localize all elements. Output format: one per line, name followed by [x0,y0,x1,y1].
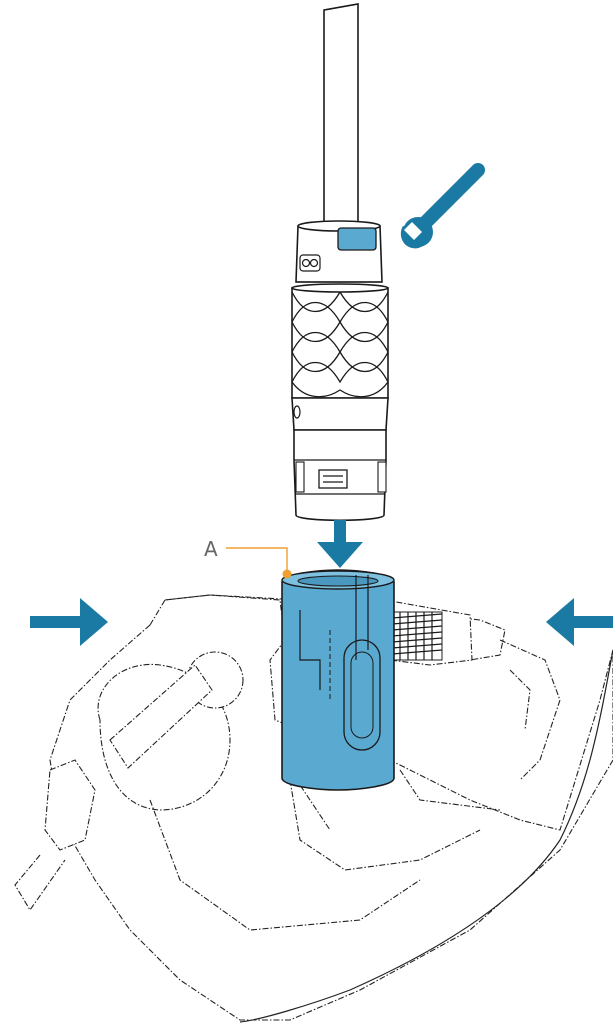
callout-a-dot [282,569,292,579]
jaw-serrations [391,611,443,661]
wrench-flat [337,227,377,251]
cable-cut-end [323,3,359,11]
vise-rear-jaw [164,594,506,661]
connector-plug [291,220,389,522]
holder-tool [281,569,395,791]
knurl-top-edge [291,283,389,293]
latch-window [318,469,348,489]
vise-base-line-2 [289,779,481,871]
vise-base-line-3 [399,769,501,811]
vise-slot-line [499,639,561,781]
bench-vise [14,594,613,1023]
callout-a-leader [226,547,288,572]
arrow-down-icon [317,520,363,568]
cable-body [323,3,359,231]
vise-spindle-rod [14,854,66,912]
holder-step-line [299,610,321,690]
collar-mark [293,405,301,419]
callout-a: A [204,537,292,579]
callout-a-label: A [204,537,218,561]
arrow-right-icon [30,598,108,646]
holder-bore [297,575,379,587]
connector-collar [291,397,389,431]
cable [323,3,359,231]
holder-window [343,639,381,751]
vise-outer-contour [239,649,613,1023]
connector-logo [299,254,321,272]
vise-slot-line-2 [509,669,531,731]
arrow-left-icon [546,598,613,646]
latch-tab-right [377,461,387,493]
holder-body [281,569,395,791]
wrench-icon [400,163,485,249]
latch-tab-left [295,461,305,493]
vise-handle-bar [109,664,213,769]
holder-window-inner [350,651,374,739]
vise-spindle [44,759,96,851]
